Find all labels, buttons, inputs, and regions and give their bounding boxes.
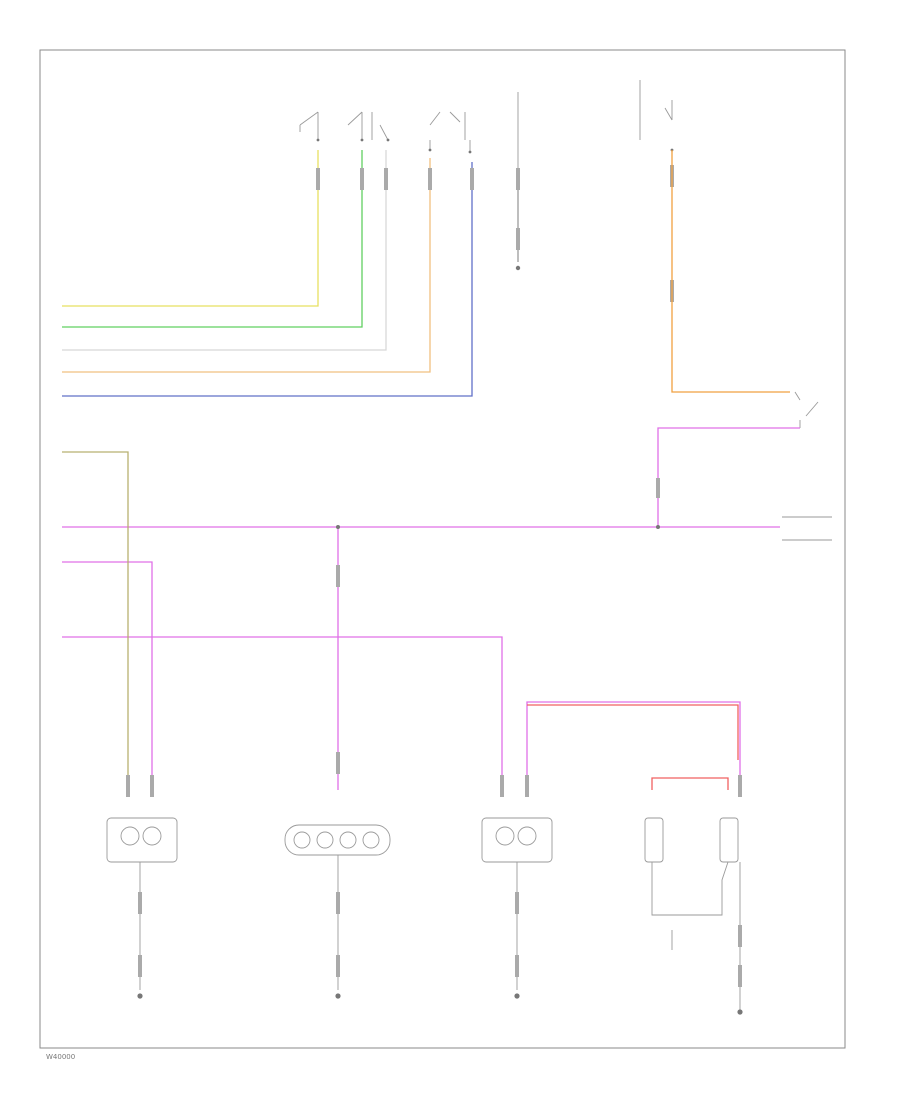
white-wire (62, 150, 387, 351)
right-switch-symbol (794, 391, 819, 428)
tan-wire (62, 451, 129, 790)
center-lamp-assembly (284, 824, 391, 999)
yellow-wire (62, 150, 319, 307)
pink-mid-drop (62, 636, 503, 790)
top-switch-assemblies (299, 80, 674, 250)
left-lamp-assembly (106, 817, 178, 999)
blue-wire (62, 162, 473, 397)
right-lamp-assembly (481, 817, 553, 999)
pink-circuit (62, 427, 800, 797)
tan-orange-wire (62, 158, 431, 373)
footer-code: W40000 (46, 1053, 75, 1061)
red-lamp-assembly (644, 817, 743, 1015)
tan-connector (126, 775, 130, 797)
wire-connectors (316, 165, 674, 302)
pink-right-loop (526, 701, 741, 790)
diagram-border (39, 49, 846, 1049)
switch-signal-wires (62, 150, 521, 397)
green-wire (62, 150, 363, 328)
red-wire-top (527, 704, 739, 760)
right-divider-rules (782, 516, 832, 541)
pink-riser (657, 427, 800, 527)
orange-wire (671, 150, 790, 393)
pink-left-drop (62, 561, 153, 790)
red-wire-lamp (651, 777, 729, 790)
